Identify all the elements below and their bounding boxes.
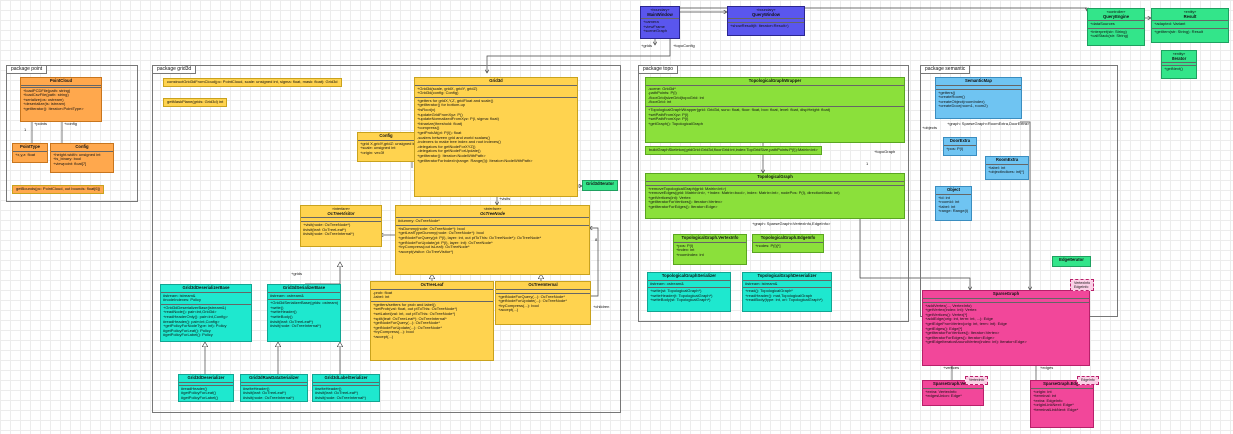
serializer-base-class[interactable]: Grid3dSerializerBase #stream: ostream& +…	[267, 284, 341, 342]
edge-label-visits: +visits	[499, 196, 511, 201]
grid3d-rawdata-serializer-class[interactable]: Grid3dRawDataSerializer #writeHeader() #…	[240, 374, 308, 402]
octree-internal-class[interactable]: OcTreeInternal +getNodeForQuery(...): Oc…	[495, 281, 591, 325]
vertex-template: VertexInfo	[965, 376, 989, 385]
result-class[interactable]: «entity»Result +adapted: Variant +getIte…	[1151, 8, 1229, 43]
config-class[interactable]: Config +grid X,gridY,gridZ: unsigned int…	[357, 132, 415, 162]
grid3d-class[interactable]: Grid3d +Grid3d(scale, gridX, gridY, grid…	[414, 77, 578, 197]
topo-graph-class[interactable]: TopologicalGraph +removeTopologicalGraph…	[645, 173, 905, 219]
pointcloud-title: PointCloud	[21, 78, 101, 86]
grids-label: +grids	[291, 271, 303, 276]
mainwindow-class[interactable]: «boundary»MainWindow +camera +viewFrame …	[640, 6, 680, 39]
topo-edgeinfo-class[interactable]: TopologicalGraph.EdgeInfo +nodes: P(l)[*…	[752, 234, 824, 253]
internal-children-edge	[589, 228, 599, 297]
package-grid3d: package grid3d	[152, 65, 621, 413]
topo-serializer-class[interactable]: TopologicalGraphSerializer #stream: ostr…	[647, 272, 731, 312]
edge-label-vertices: +vertices	[943, 365, 960, 370]
pointcloud-methods: +loadPCDFile(path: string) +loadCsvFile(…	[23, 87, 84, 111]
edge-label-one: 1	[24, 127, 27, 132]
package-point-tab: package point	[6, 65, 48, 74]
build-skeleton-note: buildGraphSkeleton(gridGrid:Grid3d,floor…	[645, 146, 822, 155]
edgeiterator-class[interactable]: EdgeIterator	[1052, 256, 1091, 267]
edge-label-topograph: +topoGraph	[874, 149, 896, 154]
edge-label-eight: 8	[595, 237, 598, 242]
construct-grid3d-note: constructGrid3dFromCloud(pc: PointCloud,…	[163, 78, 342, 87]
edge-template: EdgeInfo	[1077, 376, 1099, 385]
doorextra-class[interactable]: DoorExtra +pos: P(l)	[943, 137, 977, 156]
edge-label-topo-one: 1	[866, 161, 869, 166]
getbounds-note: getBounds(pc: PointCloud, out bounds: fl…	[12, 185, 105, 194]
grid3d-deserializer-class[interactable]: Grid3dDeserializer #readHeader() #getPol…	[178, 374, 234, 402]
package-topo: package topo	[638, 65, 909, 322]
sparsegraph-class[interactable]: SparseGraph +addVertex(..., VertexInfo) …	[922, 290, 1090, 366]
pointcloud-class[interactable]: PointCloud +loadPCDFile(path: string) +l…	[20, 77, 102, 122]
package-topo-tab: package topo	[638, 65, 679, 74]
sparsegraph-edge-class[interactable]: SparseGraph.Edge +origin: int +terminal:…	[1030, 380, 1094, 428]
package-point: package point	[6, 65, 138, 202]
edge-label-sem-graph: +graph: SparseGraph<RoomExtra,DoorExtra>	[947, 121, 1030, 126]
semantic-to-sparse-edge	[1020, 121, 1030, 290]
edge-label-edges: +edges	[1040, 365, 1054, 370]
grid3d-label-serializer-class[interactable]: Grid3dLabelSerializer #writeHeader() #vi…	[312, 374, 380, 402]
topo-wrapper-class[interactable]: TopologicalGraphWrapper -scene: Grid3d* …	[645, 77, 905, 143]
package-semantic-tab: package semantic	[920, 65, 971, 74]
edge-label-children: +children	[593, 304, 610, 309]
object-class[interactable]: Object +id: int +roomId: int +label: int…	[935, 186, 972, 221]
edge-label-config: +config	[64, 121, 78, 126]
edge-label-topo-graph: +graph: SparseGraph<VertexInfo,EdgeInfo>	[752, 221, 831, 226]
sparsegraph-template: VertexInfo EdgeInfo	[1070, 279, 1095, 291]
topo-vertexinfo-class[interactable]: TopologicalGraph.VertexInfo +pos: P(l) +…	[673, 234, 747, 265]
graph-to-sparse-edge	[859, 206, 970, 290]
octree-node-class[interactable]: «interface»OcTreeNode #dummy: OcTreeNode…	[395, 205, 590, 275]
pointtype-class[interactable]: PointType +x,y,z: float	[12, 143, 48, 163]
querywindow-class[interactable]: «boundary»QueryWindow +showResult(it: It…	[727, 6, 805, 36]
edge-label-grids-top: +grids	[641, 43, 653, 48]
package-grid3d-tab: package grid3d	[152, 65, 197, 74]
sparsegraph-vertex-class[interactable]: SparseGraph.Vertex +extra: VertexInfo +e…	[922, 380, 984, 406]
edge-label-points: +points	[34, 121, 48, 126]
deserializer-base-class[interactable]: Grid3dDeserializerBase #stream: istream&…	[160, 284, 252, 342]
grid3d-iterator-class[interactable]: Grid3dIterator	[582, 180, 618, 191]
semanticmap-class[interactable]: SemanticMap +getters() +createRoom() +cr…	[935, 77, 1022, 119]
mw-to-topo-edge	[487, 37, 671, 73]
iterator-class[interactable]: «entity»Iterator +getNext()	[1161, 50, 1197, 79]
octree-visitor-class[interactable]: «interface»OcTreeVisitor +visit(node: Oc…	[300, 205, 382, 247]
octree-leaf-class[interactable]: OcTreeLeaf -prob: float -label: int +get…	[370, 281, 494, 361]
queryengine-class[interactable]: «controller»QueryEngine +dataSources +in…	[1087, 8, 1145, 46]
heightmap-note: getMaskPlane(grids: Grid3d) int	[163, 98, 228, 107]
point-config-class[interactable]: Config +height.width: unsigned int +is_b…	[50, 143, 114, 173]
edge-label-topoconfig: +topoConfig	[673, 43, 695, 48]
edge-label-objects: +objects	[922, 125, 938, 130]
topo-deserializer-class[interactable]: TopologicalGraphDeserializer #stream: is…	[742, 272, 832, 312]
roomextra-class[interactable]: RoomExtra +label: int +objectIndices: in…	[985, 156, 1029, 180]
